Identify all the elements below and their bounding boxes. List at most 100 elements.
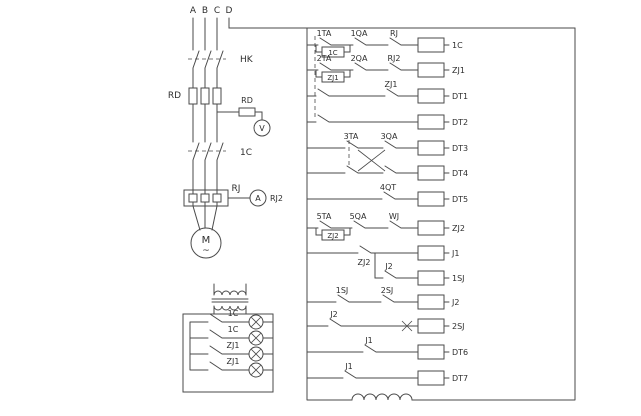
- rung13-contact-label-j1: J1: [364, 336, 372, 345]
- rung-2-wire: [306, 62, 450, 78]
- rung-13-wire: [306, 344, 450, 353]
- rung1-contact-label-1ta: 1TA: [317, 29, 332, 38]
- rung-9-wire: [306, 245, 450, 279]
- coil-2sj: [417, 318, 445, 334]
- fuse-c: [212, 87, 222, 105]
- control-transformer: [211, 283, 249, 315]
- coil-label-dt4: DT4: [452, 169, 468, 178]
- coil-1sj: [417, 270, 445, 286]
- rung8-contact-label-wj: WJ: [389, 212, 399, 221]
- rung-7-wire: [306, 191, 450, 200]
- seal-box-zj2: [321, 229, 345, 241]
- coil-label-j1: J1: [451, 249, 459, 258]
- rung2-contact-label-2qa: 2QA: [351, 54, 368, 63]
- motor-body: [190, 227, 222, 259]
- rung1-seal-label: 1C: [328, 49, 337, 57]
- ammeter-dial: [249, 189, 267, 207]
- indicator-lamp-4: [248, 362, 264, 378]
- rung12-contact-label-j2: J2: [329, 310, 337, 319]
- rung-14-wire: [306, 370, 450, 379]
- main-contactor-label: 1C: [240, 148, 252, 158]
- rung-1-wire: [306, 37, 450, 53]
- power-section: [183, 17, 576, 259]
- fuse-meter: [238, 107, 256, 117]
- rung-6-wire: [306, 165, 450, 174]
- rung14-contact-label-j1: J1: [344, 362, 352, 371]
- coil-label-dt3: DT3: [452, 144, 468, 153]
- indicator-lamp-3: [248, 346, 264, 362]
- rung5-contact-label-3qa: 3QA: [381, 132, 398, 141]
- thermal-relay-label: RJ: [232, 184, 241, 194]
- lamp-panel-border: [182, 313, 274, 393]
- coil-dt1: [417, 88, 445, 104]
- thermal-element-c: [212, 193, 222, 203]
- coil-dt4: [417, 165, 445, 181]
- rung5-contact-label-3ta: 3TA: [344, 132, 359, 141]
- coil-label-1c: 1C: [452, 41, 463, 50]
- rung-4-wire: [306, 114, 450, 123]
- phase-c-wire: [211, 17, 224, 231]
- indicator-lamp-2: [248, 330, 264, 346]
- phase-b-wire: [204, 17, 212, 229]
- interlock-cross-wires: [357, 149, 386, 172]
- thermal-relay-aux-label: RJ2: [270, 194, 283, 203]
- coil-dt6: [417, 344, 445, 360]
- terminal-label-b: B: [202, 6, 208, 16]
- rung2-contact-label-2ta: 2TA: [317, 54, 332, 63]
- coil-zj1: [417, 62, 445, 78]
- rung11-contact-label-1sj: 1SJ: [336, 286, 349, 295]
- voltmeter-branch-wire: [216, 111, 263, 121]
- seal-box-zj1: [321, 71, 345, 83]
- rung2-seal-label: ZJ1: [327, 74, 338, 82]
- rung11-contact-label-2sj: 2SJ: [381, 286, 394, 295]
- junction-cross-mark: [401, 320, 413, 332]
- ammeter-label: A: [255, 194, 261, 203]
- phase-a-wire: [192, 17, 201, 231]
- terminal-label-c: C: [214, 6, 220, 16]
- coil-dt2: [417, 114, 445, 130]
- coil-label-dt5: DT5: [452, 195, 468, 204]
- lamp-row-4-label: ZJ1: [227, 357, 240, 366]
- terminal-label-d: D: [226, 6, 233, 16]
- rung-10-wire: [374, 270, 450, 279]
- lamp-panel: [182, 283, 274, 393]
- heater-element: [351, 393, 413, 401]
- fuse-meter-label: RD: [241, 96, 253, 105]
- rung3-contact-label-zj1: ZJ1: [385, 80, 398, 89]
- motor-label: M: [202, 235, 211, 246]
- fuse-a: [188, 87, 198, 105]
- voltmeter-label: V: [259, 124, 265, 133]
- rung1-contact-label-rj: RJ: [390, 29, 398, 38]
- coil-dt5: [417, 191, 445, 207]
- lamp-row-1-label: 1C: [228, 309, 239, 318]
- coil-label-zj1: ZJ1: [452, 66, 465, 75]
- coil-j1: [417, 245, 445, 261]
- coil-label-dt2: DT2: [452, 118, 468, 127]
- voltmeter-dial: [253, 119, 271, 137]
- rung8-seal-label: ZJ2: [327, 232, 338, 240]
- coil-dt3: [417, 140, 445, 156]
- ladder-section: [306, 27, 576, 401]
- lamp-row-3-label: ZJ1: [227, 341, 240, 350]
- rung1-contact-label-1qa: 1QA: [351, 29, 368, 38]
- rung9-contact-label-zj2: ZJ2: [358, 258, 371, 267]
- rung-12-wire: [306, 318, 450, 327]
- rung8-contact-label-5qa: 5QA: [350, 212, 367, 221]
- fuse-b: [200, 87, 210, 105]
- rung-8-wire: [306, 220, 450, 236]
- coil-label-2sj: 2SJ: [452, 322, 465, 331]
- motor-wave-label: ~: [202, 246, 210, 256]
- rung-11-wire: [306, 294, 450, 303]
- ladder-rails: [306, 27, 576, 401]
- lamp-row-2-label: 1C: [228, 325, 239, 334]
- lamp-wiring: [189, 313, 274, 371]
- knife-switch-label: HK: [240, 55, 254, 65]
- coil-zj2: [417, 220, 445, 236]
- terminal-label-a: A: [190, 6, 197, 16]
- coil-label-dt6: DT6: [452, 348, 468, 357]
- coil-dt7: [417, 370, 445, 386]
- coil-1c: [417, 37, 445, 53]
- thermal-element-b: [200, 193, 210, 203]
- coil-j2: [417, 294, 445, 310]
